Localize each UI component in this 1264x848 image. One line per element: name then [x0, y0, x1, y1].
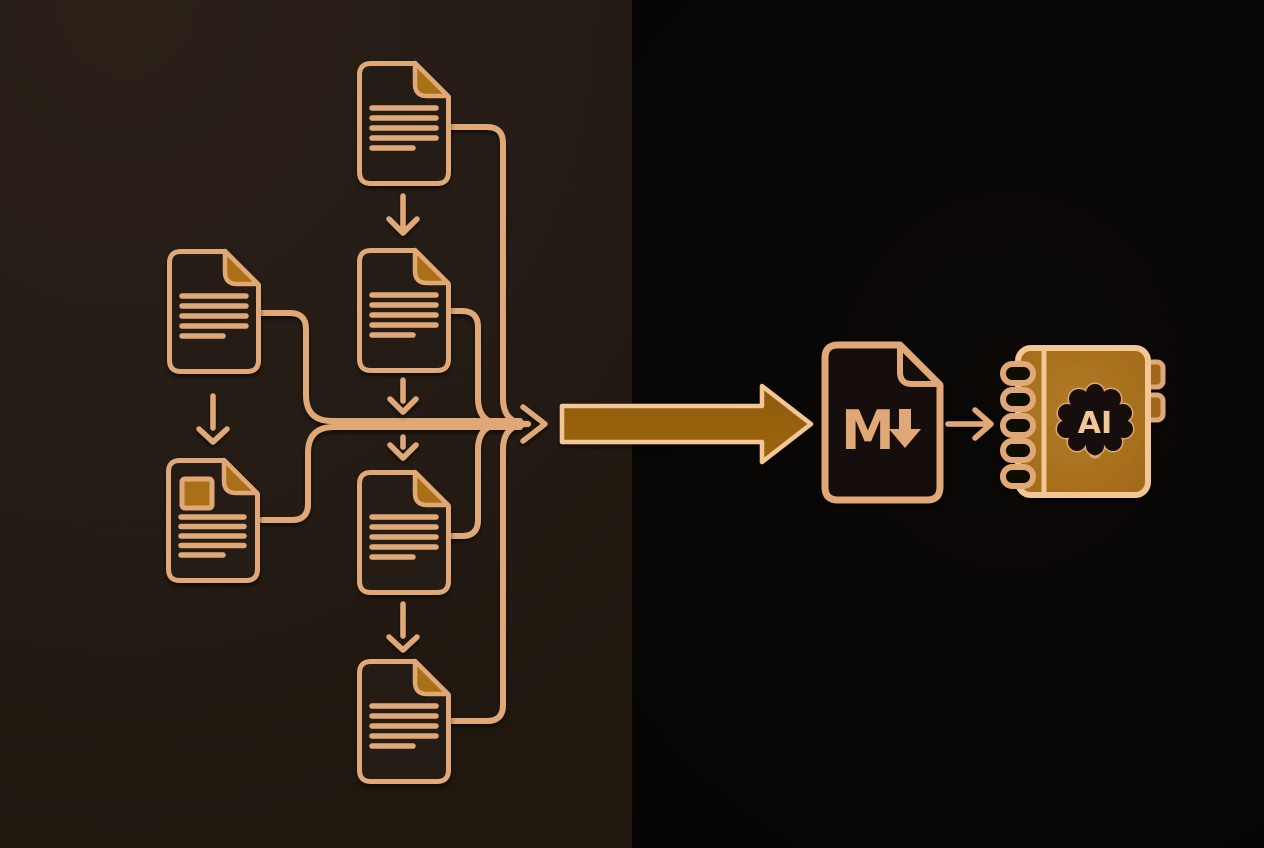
connector-line	[447, 421, 531, 724]
image-document-icon	[169, 460, 258, 581]
ai-notebook-icon: AI	[1000, 345, 1166, 498]
brain-icon: AI	[1055, 382, 1135, 459]
document-icon	[360, 661, 449, 782]
connector-line	[447, 124, 531, 427]
down-arrows	[196, 193, 420, 653]
connector-line	[447, 421, 506, 539]
markdown-file-icon: M	[821, 341, 944, 504]
connector-lines	[257, 124, 548, 724]
merge-arrowhead-icon	[520, 404, 548, 444]
ai-label: AI	[1078, 406, 1112, 441]
big-flow-arrow-icon	[559, 383, 814, 465]
down-arrow-icon	[386, 601, 420, 653]
markdown-down-arrow-icon	[889, 409, 921, 448]
down-arrow-icon	[387, 377, 419, 415]
document-icon	[360, 472, 449, 593]
document-icon	[360, 250, 449, 371]
down-arrow-icon	[386, 193, 420, 236]
connector-line	[257, 310, 523, 424]
connector-line	[259, 424, 523, 523]
connector-line	[447, 308, 506, 427]
down-arrow-icon	[196, 393, 230, 445]
right-arrow-icon	[945, 407, 994, 441]
down-arrow-icon	[387, 434, 419, 461]
notebook-rings	[1000, 361, 1036, 489]
markdown-letter: M	[841, 399, 895, 462]
document-icon	[360, 63, 449, 184]
document-icon	[170, 251, 259, 372]
